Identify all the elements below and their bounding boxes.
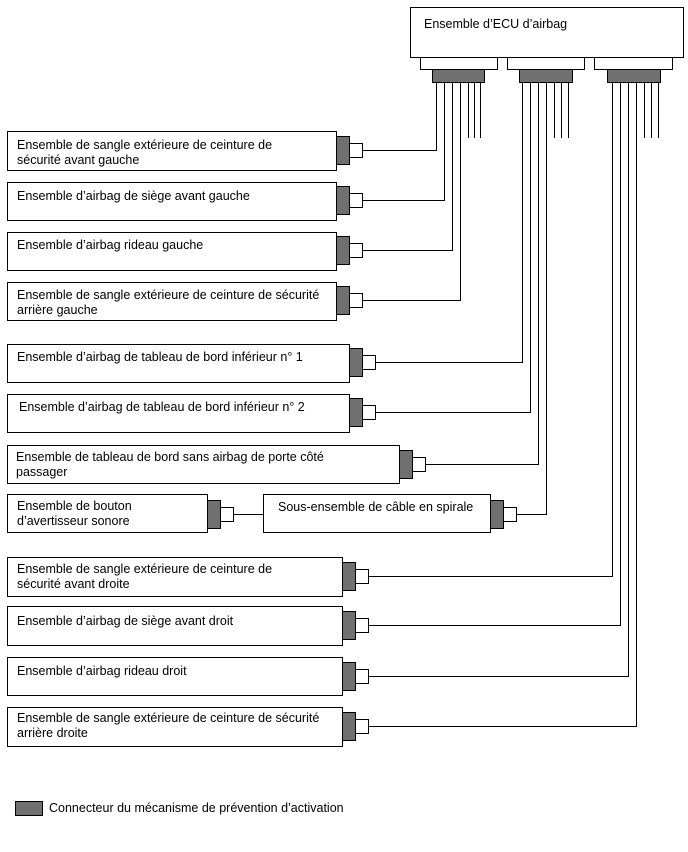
component-label: Ensemble de sangle extérieure de ceintur…	[17, 711, 319, 741]
connector-plug	[349, 143, 363, 158]
airbag-ecu-label: Ensemble d’ECU d’airbag	[424, 17, 567, 32]
curtain-airbag-left-box: Ensemble d’airbag rideau gauche	[7, 232, 337, 271]
ecu-connector-2-activation-prevention-connector	[519, 69, 573, 83]
connector-plug	[349, 193, 363, 208]
wire-seat-belt-outer-front-left	[362, 82, 437, 151]
lower-dash-airbag-2-box: Ensemble d’airbag de tableau de bord inf…	[7, 394, 350, 433]
wire-lower-dash-airbag-1	[375, 82, 523, 363]
component-label-line: Ensemble de bouton	[17, 499, 132, 513]
connector-plug	[362, 355, 376, 370]
wire-seat-belt-outer-rear-left	[362, 82, 461, 301]
connector-plug	[503, 507, 517, 522]
front-seat-airbag-left-box: Ensemble d’airbag de siège avant gauche	[7, 182, 337, 221]
component-label: Ensemble d’airbag de siège avant gauche	[17, 189, 250, 204]
spiral-cable-box: Sous-ensemble de câble en spirale	[263, 494, 491, 533]
component-label: Ensemble de bouton d’avertisseur sonore	[17, 499, 132, 529]
component-label-line: Ensemble d’airbag rideau gauche	[17, 238, 204, 252]
component-label-line: Ensemble de sangle extérieure de ceintur…	[17, 711, 320, 725]
wire-spiral-cable	[516, 82, 547, 515]
component-label: Ensemble de sangle extérieure de ceintur…	[17, 138, 272, 168]
component-label: Ensemble d’airbag de siège avant droit	[17, 614, 233, 629]
ecu-connector-1-plug	[420, 57, 498, 70]
activation-prevention-connector	[336, 286, 350, 315]
ecu-connector-3-plug	[594, 57, 673, 70]
front-seat-airbag-right-box: Ensemble d’airbag de siège avant droit	[7, 606, 343, 646]
activation-prevention-connector	[336, 236, 350, 265]
activation-prevention-connector	[342, 611, 356, 640]
activation-prevention-connector	[336, 136, 350, 165]
component-label: Ensemble d’airbag de tableau de bord inf…	[19, 400, 305, 415]
component-label-line: sécurité avant droite	[17, 577, 130, 591]
wire-front-seat-airbag-left	[362, 82, 445, 201]
wire-lower-dash-airbag-2	[375, 82, 531, 413]
airbag-ecu-label-text: Ensemble d’ECU d’airbag	[424, 17, 568, 31]
horn-button-box: Ensemble de bouton d’avertisseur sonore	[7, 494, 208, 533]
wire-curtain-airbag-left	[362, 82, 453, 251]
activation-prevention-connector	[349, 348, 363, 377]
component-label-line: Ensemble d’airbag de siège avant droit	[17, 614, 234, 628]
component-label-line: Ensemble d’airbag rideau droit	[17, 664, 187, 678]
component-label-line: Ensemble de sangle extérieure de ceintur…	[17, 562, 273, 576]
activation-prevention-connector	[490, 500, 504, 529]
ecu-connector-3-activation-prevention-connector	[607, 69, 661, 83]
seat-belt-outer-front-right-box: Ensemble de sangle extérieure de ceintur…	[7, 557, 343, 597]
component-label-line: Ensemble d’airbag de tableau de bord inf…	[17, 350, 303, 364]
component-label: Ensemble d’airbag rideau droit	[17, 664, 187, 679]
component-label: Ensemble de sangle extérieure de ceintur…	[17, 562, 272, 592]
activation-prevention-connector	[342, 712, 356, 741]
activation-prevention-connector	[399, 450, 413, 479]
component-label-line: arrière gauche	[17, 303, 98, 317]
connector-plug	[412, 457, 426, 472]
lower-dash-airbag-1-box: Ensemble d’airbag de tableau de bord inf…	[7, 344, 350, 383]
wire-seat-belt-outer-rear-right	[368, 82, 637, 727]
wire-front-seat-airbag-right	[368, 82, 621, 626]
component-label-line: Ensemble de sangle extérieure de ceintur…	[17, 288, 320, 302]
component-label-line: sécurité avant gauche	[17, 153, 140, 167]
wire-seat-belt-outer-front-right	[368, 82, 613, 577]
component-label-line: Ensemble d’airbag de siège avant gauche	[17, 189, 250, 203]
ecu-connector-2-plug	[507, 57, 585, 70]
connector-plug	[349, 243, 363, 258]
connector-plug	[355, 569, 369, 584]
connector-plug	[355, 719, 369, 734]
component-label-line: arrière droite	[17, 726, 88, 740]
connector-plug	[220, 507, 234, 522]
legend-label: Connecteur du mécanisme de prévention d’…	[49, 801, 344, 815]
curtain-airbag-right-box: Ensemble d’airbag rideau droit	[7, 657, 343, 696]
airbag-ecu-box: Ensemble d’ECU d’airbag	[410, 7, 684, 58]
seat-belt-outer-rear-left-box: Ensemble de sangle extérieure de ceintur…	[7, 282, 337, 321]
component-label-line: Sous-ensemble de câble en spirale	[278, 500, 474, 514]
activation-prevention-connector	[349, 398, 363, 427]
ecu-connector-1-activation-prevention-connector	[432, 69, 485, 83]
connector-plug	[355, 618, 369, 633]
component-label: Ensemble d’airbag rideau gauche	[17, 238, 203, 253]
seat-belt-outer-front-left-box: Ensemble de sangle extérieure de ceintur…	[7, 131, 337, 171]
component-label: Ensemble de tableau de bord sans airbag …	[16, 450, 324, 480]
activation-prevention-connector	[336, 186, 350, 215]
connector-plug	[362, 405, 376, 420]
connector-plug	[349, 293, 363, 308]
wire-curtain-airbag-right	[368, 82, 629, 677]
component-label: Ensemble de sangle extérieure de ceintur…	[17, 288, 319, 318]
component-label-line: Ensemble de sangle extérieure de ceintur…	[17, 138, 273, 152]
component-label-line: passager	[16, 465, 68, 479]
component-label: Ensemble d’airbag de tableau de bord inf…	[17, 350, 303, 365]
activation-prevention-connector	[342, 562, 356, 591]
component-label: Sous-ensemble de câble en spirale	[278, 500, 473, 515]
component-label-line: Ensemble de tableau de bord sans airbag …	[16, 450, 324, 464]
connector-plug	[355, 669, 369, 684]
passenger-dash-panel-box: Ensemble de tableau de bord sans airbag …	[7, 445, 400, 484]
component-label-line: d’avertisseur sonore	[17, 514, 130, 528]
wire-passenger-dash-panel	[425, 82, 539, 465]
legend-connector-swatch	[15, 801, 43, 816]
component-label-line: Ensemble d’airbag de tableau de bord inf…	[19, 400, 305, 414]
activation-prevention-connector	[342, 662, 356, 691]
activation-prevention-connector	[207, 500, 221, 529]
seat-belt-outer-rear-right-box: Ensemble de sangle extérieure de ceintur…	[7, 707, 343, 747]
